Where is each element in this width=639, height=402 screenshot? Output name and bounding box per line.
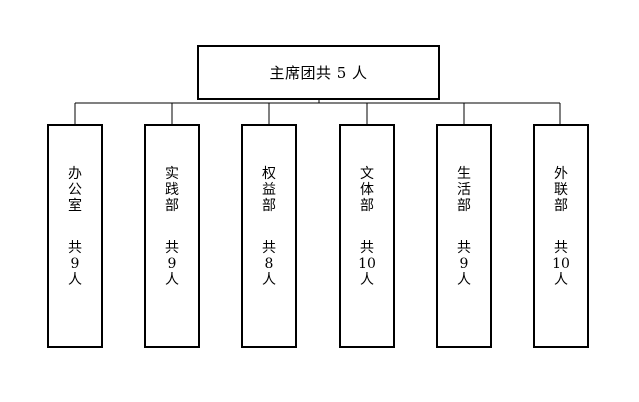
department-count: 共 8 人 — [262, 240, 276, 288]
department-count: 共 9 人 — [165, 240, 179, 288]
department-name: 权 益 部 — [262, 166, 276, 214]
department-box-culture-sports: 文 体 部 共 10 人 — [339, 124, 395, 348]
department-name: 办 公 室 — [68, 166, 82, 214]
presidium-label: 主席团共 5 人 — [269, 64, 368, 82]
department-count: 共 9 人 — [68, 240, 82, 288]
department-box-rights: 权 益 部 共 8 人 — [241, 124, 297, 348]
department-name: 实 践 部 — [165, 166, 179, 214]
department-box-external-relations: 外 联 部 共 10 人 — [533, 124, 589, 348]
department-box-practice: 实 践 部 共 9 人 — [144, 124, 200, 348]
department-count: 共 9 人 — [457, 240, 471, 288]
department-count: 共 10 人 — [358, 240, 376, 288]
department-name: 文 体 部 — [360, 166, 374, 214]
department-count: 共 10 人 — [552, 240, 570, 288]
department-name: 外 联 部 — [554, 166, 568, 214]
department-box-life: 生 活 部 共 9 人 — [436, 124, 492, 348]
department-name: 生 活 部 — [457, 166, 471, 214]
department-box-office: 办 公 室 共 9 人 — [47, 124, 103, 348]
presidium-box: 主席团共 5 人 — [197, 45, 440, 100]
